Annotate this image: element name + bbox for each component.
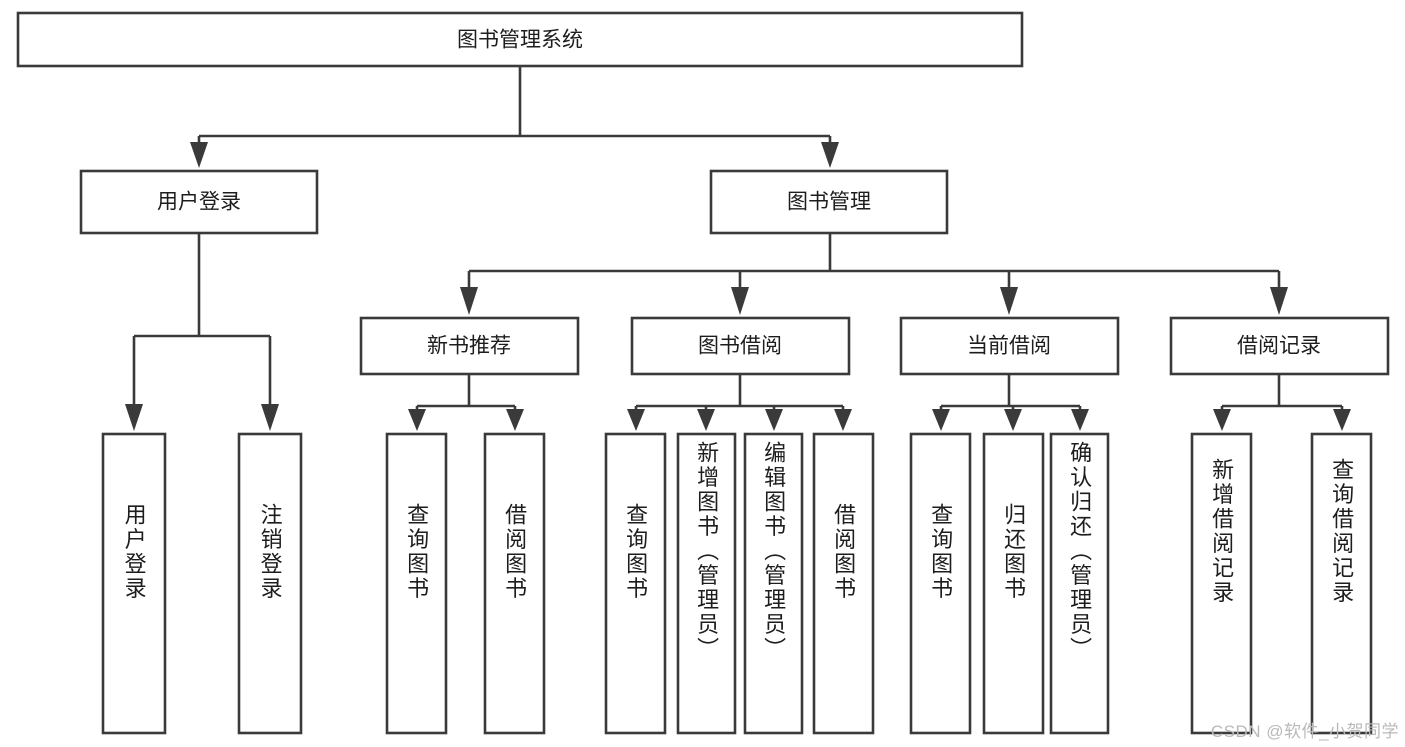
arrow-head-leaf-add-book [697, 409, 715, 431]
arrow-head-leaf-borrow-book-1 [506, 409, 524, 431]
arrow-head-leaf-query-book-2 [627, 409, 645, 431]
node-user-login-label: 用户登录 [157, 191, 241, 214]
node-borrow-record[interactable]: 借阅记录 [1169, 316, 1390, 376]
arrow-head-leaf-return-book [1004, 409, 1022, 431]
node-book-borrow-label: 图书借阅 [698, 335, 782, 358]
node-leaf-query-book-2-box[interactable] [604, 432, 667, 735]
node-layer: 图书管理系统 用户登录 图书管理 新书推荐 图书借阅 当前 [16, 11, 1390, 735]
node-current-borrow-box[interactable] [899, 316, 1120, 376]
node-new-book-rec-box[interactable] [359, 316, 580, 376]
node-leaf-edit-book-box[interactable] [743, 432, 804, 735]
node-user-login[interactable]: 用户登录 [79, 169, 319, 235]
node-root-box[interactable] [16, 11, 1024, 68]
node-root-label: 图书管理系统 [457, 29, 583, 52]
arrow-head-user-login [190, 142, 208, 168]
arrow-head-leaf-logout [261, 404, 279, 431]
node-current-borrow-label: 当前借阅 [967, 335, 1051, 358]
node-leaf-query-record-box[interactable] [1310, 432, 1373, 735]
node-book-manage-box[interactable] [709, 169, 949, 235]
node-current-borrow[interactable]: 当前借阅 [899, 316, 1120, 376]
arrow-head-leaf-add-record [1213, 409, 1231, 431]
node-borrow-record-box[interactable] [1169, 316, 1390, 376]
node-leaf-user-login-box[interactable] [101, 432, 167, 735]
arrow-head-leaf-edit-book [765, 409, 783, 431]
arrow-head-leaf-borrow-book-2 [834, 409, 852, 431]
node-borrow-record-label: 借阅记录 [1237, 335, 1321, 358]
node-user-login-box[interactable] [79, 169, 319, 235]
node-leaf-borrow-book-2-box[interactable] [812, 432, 875, 735]
node-leaf-borrow-book-1-box[interactable] [483, 432, 546, 735]
arrow-head-borrow-record [1270, 287, 1288, 315]
connector-layer [125, 66, 1351, 431]
node-leaf-query-book-3-box[interactable] [909, 432, 972, 735]
node-book-borrow-box[interactable] [630, 316, 851, 376]
node-root[interactable]: 图书管理系统 [16, 11, 1024, 68]
node-new-book-rec[interactable]: 新书推荐 [359, 316, 580, 376]
node-book-manage[interactable]: 图书管理 [709, 169, 949, 235]
node-leaf-return-book-box[interactable] [982, 432, 1045, 735]
arrow-head-leaf-user-login [125, 404, 143, 431]
arrow-head-new-book-rec [460, 287, 478, 315]
arrow-head-leaf-query-record [1333, 409, 1351, 431]
node-leaf-add-record-box[interactable] [1190, 432, 1253, 735]
node-leaf-add-book-box[interactable] [676, 432, 737, 735]
arrow-head-book-manage [821, 142, 839, 168]
watermark-text: CSDN @软件_小贺同学 [1210, 722, 1399, 741]
node-leaf-confirm-return-box[interactable] [1049, 432, 1110, 735]
arrow-head-leaf-query-book-1 [408, 409, 426, 431]
node-new-book-rec-label: 新书推荐 [427, 335, 511, 358]
node-leaf-query-book-1-box[interactable] [385, 432, 448, 735]
node-book-borrow[interactable]: 图书借阅 [630, 316, 851, 376]
arrow-head-leaf-confirm-return [1071, 409, 1089, 431]
arrow-head-book-borrow [731, 287, 749, 315]
arrow-head-leaf-query-book-3 [932, 409, 950, 431]
node-book-manage-label: 图书管理 [787, 191, 871, 214]
arrow-head-current-borrow [1000, 287, 1018, 315]
node-leaf-logout-box[interactable] [237, 432, 303, 735]
